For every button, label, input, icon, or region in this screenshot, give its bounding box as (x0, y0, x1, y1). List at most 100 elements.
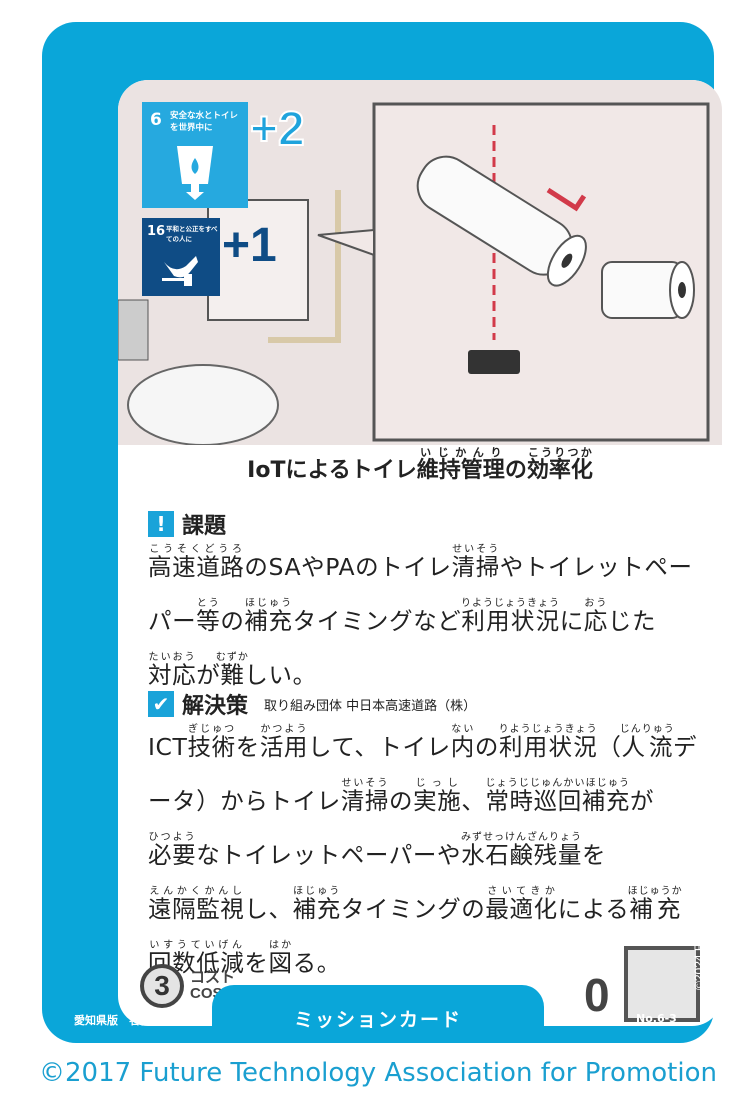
word: 難 (215, 661, 249, 689)
furigana: かつよう (259, 724, 308, 735)
text-segment: が (630, 787, 655, 815)
furigana: ほじゅうかいすうていげん (148, 886, 683, 951)
ruby-word: 利用状況りようじょうきょう (461, 598, 560, 635)
word: 利用状況 (498, 733, 598, 761)
text-segment: じた (607, 607, 657, 635)
sdg6-bonus: +2 (249, 102, 306, 157)
furigana: ひつよう (148, 832, 197, 843)
furigana: せいそう (340, 778, 389, 789)
text-segment: による (557, 895, 630, 923)
edition-label: 愛知県版 名古屋市 (74, 1014, 173, 1027)
word: 清掃 (340, 787, 390, 815)
furigana: ぎじゅつ (187, 724, 236, 735)
card-title: IoTによるトイレ維持管理いじかんりの効率化こうりつか (118, 446, 722, 484)
text-segment: IoTによるトイレ (247, 458, 417, 483)
word: 補充 (292, 895, 341, 923)
ruby-word: 活用かつよう (259, 724, 309, 761)
word: 必要 (148, 841, 197, 869)
sdg-goal-16-badge: 16 平和と公正をすべての人に (142, 218, 220, 296)
furigana: じんりゅう (619, 724, 675, 735)
checkmark-icon: ✔ (148, 691, 174, 717)
sdg16-bonus: +1 (222, 219, 277, 272)
ruby-word: 高速道路こうそくどうろ (148, 544, 245, 581)
problem-text: 高速道路こうそくどうろのSAやPAのトイレ清掃せいそうやトイレットペーパー等とう… (148, 540, 698, 702)
dove-gavel-icon (162, 256, 198, 286)
furigana: とう (196, 598, 221, 609)
word: 人流 (619, 733, 675, 761)
text-segment: の (474, 733, 499, 761)
ruby-word: 難むずか (216, 652, 248, 689)
text-segment: の (389, 787, 414, 815)
text-segment: が (196, 661, 221, 689)
ruby-word: 最適化さいてきか (485, 886, 558, 923)
ruby-word: 技術ぎじゅつ (188, 724, 236, 761)
text-segment: しい。 (244, 661, 317, 689)
text-segment: データ）からトイレ (148, 733, 698, 815)
cost-value: 3 (140, 964, 184, 1008)
word: 実施 (413, 787, 462, 815)
ruby-word: 応おう (583, 598, 608, 635)
ruby-word: 対応たいおう (148, 652, 197, 689)
ruby-word: 水石鹸残量みずせっけんざんりょう (461, 832, 583, 869)
ruby-word: 効率化こうりつか (526, 446, 593, 483)
furigana: ほじゅう (244, 598, 293, 609)
word: 高速道路 (148, 553, 245, 581)
ruby-word: 清掃せいそう (340, 778, 390, 815)
ruby-word: 実施じっし (413, 778, 462, 815)
problem-heading: 課題 (182, 514, 227, 539)
word: 利用状況 (461, 607, 560, 635)
text-segment: る。 (292, 949, 341, 977)
word: 内 (450, 733, 475, 761)
furigana: じょうじじゅんかいほじゅう (485, 778, 631, 789)
word: 清掃 (451, 553, 500, 581)
ruby-word: 人流じんりゅう (619, 724, 675, 761)
ruby-word: 必要ひつよう (148, 832, 197, 869)
word: 効率化 (526, 458, 593, 483)
toilet-illustration: 6 安全な水とトイレを世界中に +2 16 平和と公正をすべての人に +1 (118, 80, 722, 446)
furigana: ない (450, 724, 475, 735)
text-segment: の (504, 458, 527, 483)
card-number: No.6-3 (636, 1012, 677, 1025)
furigana: えんかくかんし (148, 886, 245, 897)
sdg-goal-6-badge: 6 安全な水とトイレを世界中に (142, 102, 248, 208)
mission-card: 6 安全な水とトイレを世界中に +2 16 平和と公正をすべての人に +1 Io… (42, 22, 722, 1043)
furigana: さいてきか (485, 886, 558, 897)
restroom-scene-icon (118, 102, 710, 446)
text-segment: なトイレットペーパーや (196, 841, 462, 869)
ruby-word: 内ない (450, 724, 475, 761)
solution-section: ✔解決策取り組み団体 中日本高速道路（株） ICT技術ぎじゅつを活用かつようして… (148, 688, 698, 990)
word: 応 (583, 607, 608, 635)
word: 活用 (259, 733, 309, 761)
text-segment: 、 (461, 787, 486, 815)
furigana: せいそう (451, 544, 500, 555)
text-segment: に (559, 607, 584, 635)
furigana: はか (268, 940, 293, 951)
furigana: ほじゅう (292, 886, 341, 897)
solution-text: ICT技術ぎじゅつを活用かつようして、トイレ内ないの利用状況りようじょうきょう（… (148, 720, 698, 990)
ruby-word: 常時巡回補充じょうじじゅんかいほじゅう (485, 778, 630, 815)
score-box (624, 946, 700, 1022)
ruby-word: 補充ほじゅう (292, 886, 341, 923)
ruby-word: 遠隔監視えんかくかんし (148, 886, 244, 923)
word: 維持管理 (416, 458, 505, 483)
ruby-word: 維持管理いじかんり (416, 446, 505, 483)
ruby-word: 等とう (196, 598, 220, 635)
ruby-word: 補充ほじゅう (244, 598, 292, 635)
text-segment: して、トイレ (308, 733, 451, 761)
word: 最適化 (485, 895, 558, 923)
word: 対応 (148, 661, 197, 689)
word: 補充回数低減 (148, 895, 683, 977)
furigana: じっし (413, 778, 462, 789)
furigana: りようじょうきょう (461, 598, 561, 609)
text-segment: を (581, 841, 607, 869)
text-segment: のSAやPAのトイレ (244, 553, 452, 581)
furigana: りようじょうきょう (498, 724, 598, 735)
cost-label-jp: コスト (190, 969, 236, 986)
text-segment: を (244, 949, 269, 977)
ruby-word: 補充回数低減ほじゅうかいすうていげん (148, 886, 683, 977)
furigana: みずせっけんざんりょう (461, 832, 583, 843)
furigana: たいおう (148, 652, 197, 663)
ruby-word: 利用状況りようじょうきょう (498, 724, 598, 761)
furigana: むずか (215, 652, 249, 663)
word: 水石鹸残量 (461, 841, 583, 869)
